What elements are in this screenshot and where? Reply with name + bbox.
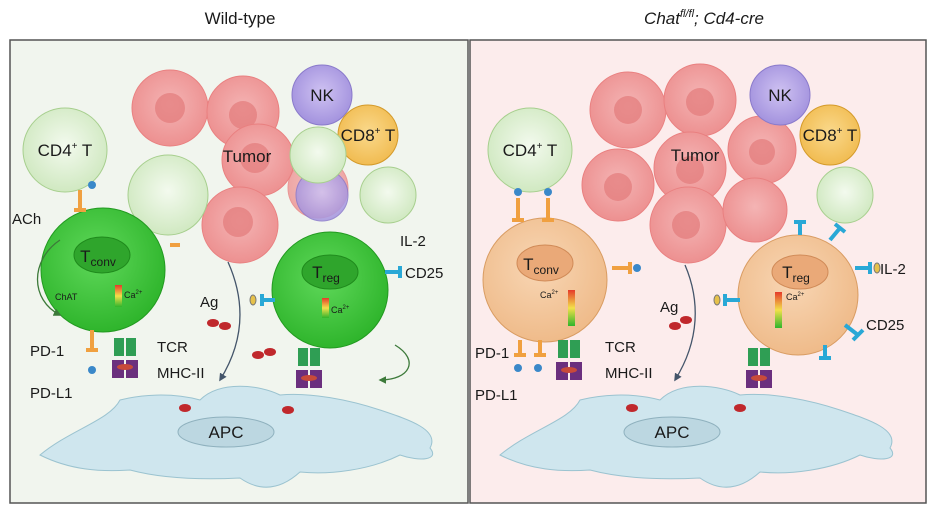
chat-label-left: ChAT	[55, 292, 78, 302]
tumor-label-right: Tumor	[671, 146, 720, 165]
cd8-cell-right	[799, 104, 861, 166]
nk-label-right: NK	[768, 86, 792, 105]
tconv-label-left: Tconv	[80, 247, 116, 269]
il2-label-right: IL-2	[880, 261, 906, 278]
ca-gradient-right-tconv	[568, 290, 575, 326]
arrow-tumor-to-apc-left	[219, 261, 241, 382]
helper-cell-left-1	[289, 126, 347, 184]
tumor-cluster-left	[131, 69, 349, 264]
tcr-label-left: TCR	[157, 339, 188, 356]
cd4-label-left: CD4+ T	[38, 141, 93, 160]
cd25-label-left: CD25	[405, 265, 443, 282]
arrow-tumor-to-apc-right	[674, 264, 696, 382]
cd4-cell-left	[22, 107, 108, 193]
ca-label-left: Ca2+	[124, 290, 143, 300]
pdl1-label-right: PD-L1	[475, 387, 518, 404]
treg-nucleus-right	[771, 254, 829, 290]
apc-nucleus-right	[623, 416, 721, 448]
treg-cell-left	[271, 231, 389, 349]
ca-gradient-right-treg	[775, 292, 782, 328]
nk-cell-right	[749, 64, 811, 126]
ca-label-right-tconv: Ca2+	[540, 290, 559, 300]
receptors-tconv-left	[74, 181, 180, 378]
il2-label-left: IL-2	[400, 233, 426, 250]
treg-label-right: Treg	[782, 263, 810, 285]
arrow-treg-left	[378, 344, 410, 384]
ag-label-right: Ag	[660, 299, 678, 316]
cd4-label-right: CD4+ T	[503, 141, 558, 160]
left-panel-title: Wild-type	[205, 9, 276, 28]
tconv-label-right: Tconv	[523, 255, 559, 277]
tumor-label-left: Tumor	[223, 147, 272, 166]
cd8-label-right: CD8+ T	[803, 126, 858, 145]
ca-gradient-left	[115, 285, 122, 307]
ag-label-left: Ag	[200, 294, 218, 311]
nk-label-left: NK	[310, 86, 334, 105]
cd25-label-right: CD25	[866, 317, 904, 334]
tcr-label-right: TCR	[605, 339, 636, 356]
right-panel-title: Chatfl/fl; Cd4-cre	[644, 8, 764, 28]
treg-nucleus-left	[301, 254, 359, 290]
ca-gradient-left-treg	[322, 298, 329, 318]
apc-label-left: APC	[209, 423, 244, 442]
right-panel-content: APC Tumor NK CD8+ T	[475, 63, 906, 488]
helper-cell-left-3	[127, 154, 209, 236]
mhc-label-right: MHC-II	[605, 365, 653, 382]
tumor-cluster-right	[581, 63, 797, 264]
antigens-right	[626, 316, 746, 412]
receptors-treg-left	[249, 266, 402, 388]
treg-label-left: Treg	[312, 263, 340, 285]
helper-cell-right-1	[816, 166, 874, 224]
arrow-ach-left	[37, 239, 62, 316]
antigens-left	[179, 319, 294, 414]
apc-nucleus-left	[177, 416, 275, 448]
helper-cell-left-2	[359, 166, 417, 224]
nk-cell-left	[291, 64, 353, 126]
cd4-cell-right	[487, 107, 573, 193]
ca-label-left-treg: Ca2+	[331, 305, 350, 315]
ca-label-right-treg: Ca2+	[786, 292, 805, 302]
mhc-label-left: MHC-II	[157, 365, 205, 382]
receptors-treg-right	[713, 220, 881, 388]
cd8-label-left: CD8+ T	[341, 126, 396, 145]
receptors-tconv-right	[512, 188, 641, 380]
ach-label-left: ACh	[12, 211, 41, 228]
pd1-label-left: PD-1	[30, 343, 64, 360]
left-panel-content: APC Tumor NK CD8+ T CD4+ T	[12, 64, 443, 488]
apc-label-right: APC	[655, 423, 690, 442]
tconv-nucleus-left	[73, 236, 131, 274]
pdl1-label-left: PD-L1	[30, 385, 73, 402]
tconv-nucleus-right	[516, 244, 574, 282]
pd1-label-right: PD-1	[475, 345, 509, 362]
